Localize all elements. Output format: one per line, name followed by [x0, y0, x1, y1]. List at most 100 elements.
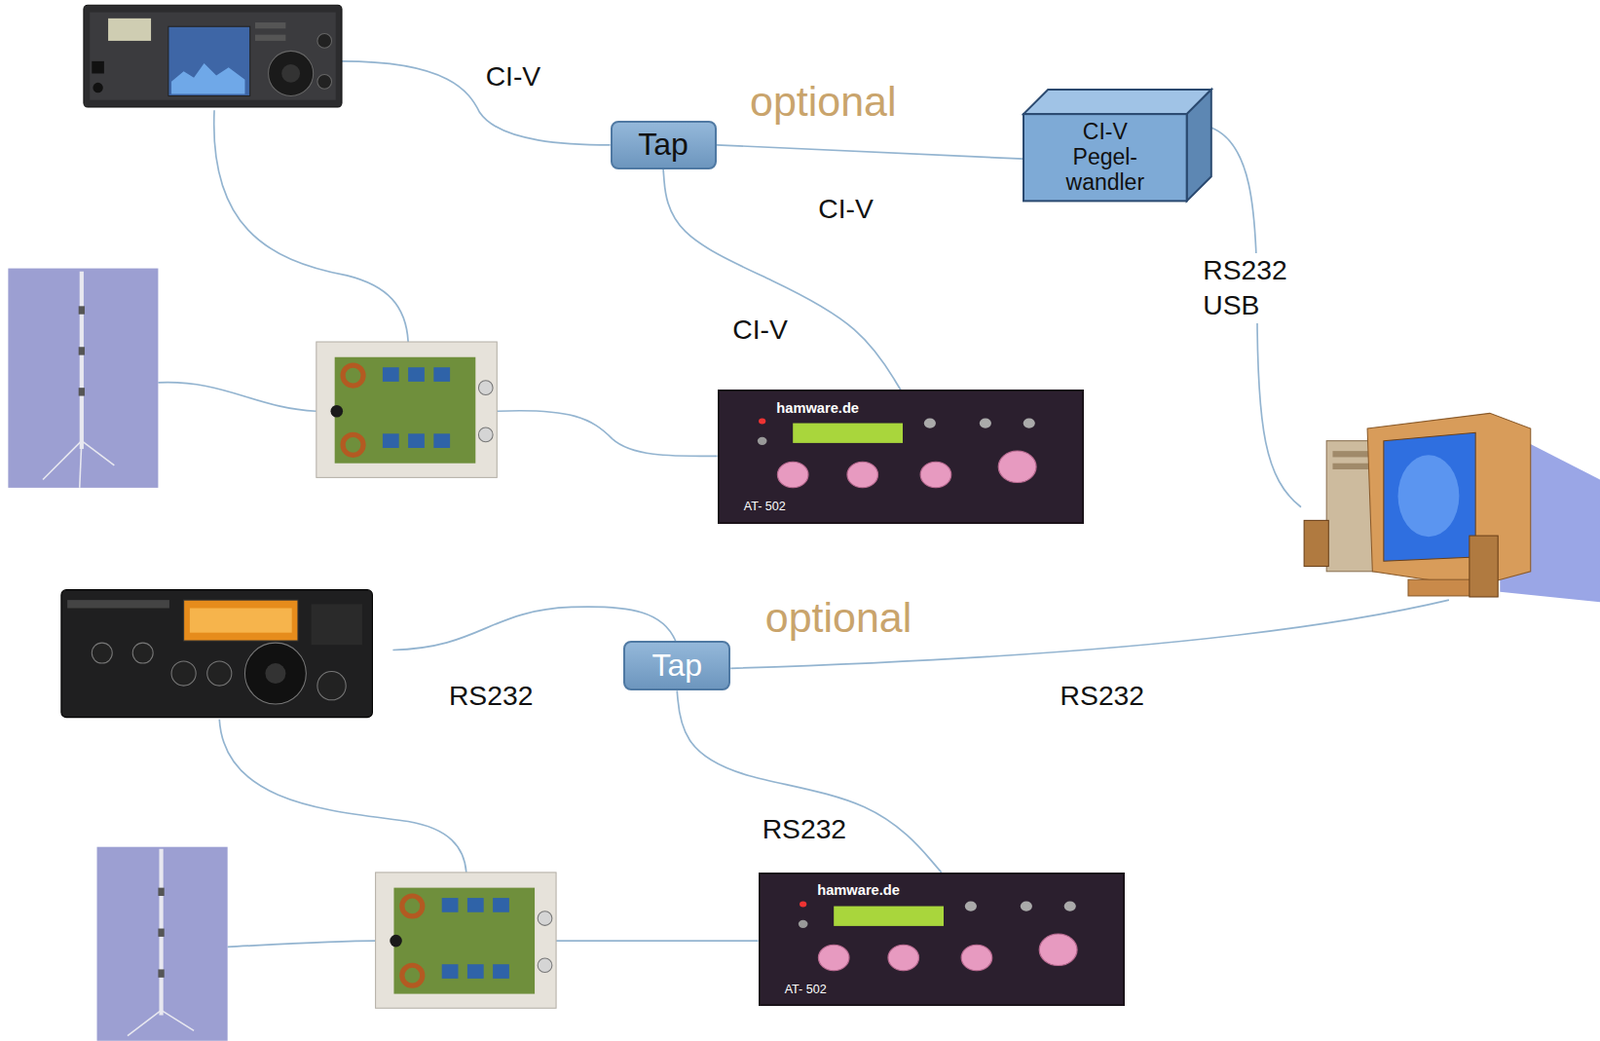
led — [758, 418, 766, 425]
antenna — [79, 271, 84, 449]
toggle-switch — [1063, 900, 1076, 911]
node-label: CI-V Pegel- wandler — [1056, 119, 1155, 195]
model-name: AT- 502 — [784, 982, 1123, 997]
cable — [157, 382, 316, 412]
relay-box — [537, 911, 553, 927]
computer — [1469, 535, 1498, 597]
antenna — [81, 441, 115, 466]
signal-name: CI-V — [816, 192, 876, 225]
relay-box — [316, 341, 497, 478]
transceiver-icom — [268, 50, 314, 96]
signal-name: RS232 — [446, 679, 535, 712]
relay-box — [408, 433, 425, 448]
knob — [818, 944, 850, 970]
lcd-display — [792, 423, 903, 444]
relay-box — [382, 367, 400, 382]
knob — [777, 461, 809, 487]
transceiver-elecraft — [207, 661, 232, 686]
transceiver-icom — [171, 63, 245, 94]
cable — [496, 410, 717, 457]
antenna — [161, 1009, 195, 1031]
cable-connector — [676, 690, 941, 873]
antenna — [157, 968, 164, 977]
toggle-switch — [1022, 418, 1035, 429]
antenna — [7, 268, 158, 488]
transceiver-icom — [281, 64, 300, 83]
relay-box — [433, 433, 450, 448]
relay-box — [537, 958, 553, 973]
antenna — [79, 441, 82, 488]
computer — [1398, 454, 1460, 537]
cable — [157, 61, 1450, 948]
knob — [961, 944, 993, 970]
antenna — [78, 346, 85, 355]
relay-box — [442, 964, 459, 979]
cable — [219, 719, 467, 873]
transceiver-elecraft — [132, 642, 153, 664]
computer — [1367, 412, 1531, 587]
transceiver-icom — [89, 12, 336, 101]
transceiver-elecraft — [264, 663, 286, 684]
toggle-switch — [923, 418, 935, 429]
antenna — [7, 268, 158, 488]
signal-name: CI-V — [730, 313, 790, 346]
model-name: AT- 502 — [744, 499, 1082, 514]
transceiver-icom — [317, 74, 333, 89]
relay-box — [375, 872, 557, 1008]
knob — [888, 944, 920, 970]
transceiver-icom — [255, 22, 286, 29]
antenna — [157, 888, 164, 896]
signal-name: RS232 USB — [1200, 253, 1307, 324]
relay-box — [382, 433, 400, 448]
knob — [920, 461, 952, 487]
toggle-switch — [756, 437, 767, 446]
computer — [1383, 432, 1476, 561]
relay-box — [442, 897, 459, 913]
transceiver-elecraft — [189, 608, 293, 633]
node-label: Tap — [651, 647, 703, 684]
relay-box — [316, 341, 497, 478]
transceiver-icom — [91, 61, 105, 75]
antenna-tuner: hamware.deAT- 502 — [717, 389, 1084, 523]
transceiver-icom — [255, 35, 286, 41]
relay-box — [478, 427, 493, 443]
knob — [847, 461, 879, 487]
cable-connector — [716, 145, 1024, 159]
relay-box — [342, 365, 364, 386]
relay-box — [393, 888, 535, 995]
computer — [1303, 412, 1600, 602]
antenna — [157, 929, 164, 937]
knob — [998, 450, 1037, 484]
antenna — [78, 387, 85, 396]
box-top — [1023, 89, 1212, 114]
transceiver-elecraft — [67, 599, 170, 608]
signal-name: CI-V — [483, 60, 544, 93]
relay-box — [402, 895, 423, 917]
knob — [1039, 933, 1078, 967]
level-converter-box: CI-V Pegel- wandler — [1023, 89, 1212, 201]
transceiver-icom — [108, 18, 151, 41]
relay-box — [389, 934, 403, 948]
antenna — [127, 1009, 162, 1036]
transceiver-elecraft — [311, 603, 363, 645]
antenna — [42, 441, 82, 481]
relay-box — [478, 380, 493, 396]
toggle-switch — [978, 418, 991, 429]
antenna-tuner: hamware.deAT- 502 — [758, 872, 1125, 1006]
transceiver-elecraft — [317, 670, 346, 700]
antenna — [78, 305, 85, 314]
relay-box — [334, 357, 477, 464]
transceiver-icom — [317, 34, 333, 49]
relay-box — [433, 367, 450, 382]
antenna — [97, 847, 228, 1041]
transceiver-icom — [92, 82, 103, 93]
led — [799, 900, 807, 907]
cable — [227, 940, 376, 947]
relay-box — [467, 897, 484, 913]
cable — [214, 110, 409, 342]
antenna — [97, 847, 228, 1041]
transceiver-elecraft — [244, 642, 306, 705]
transceiver-elecraft — [61, 590, 373, 718]
transceiver-icom — [83, 4, 342, 108]
